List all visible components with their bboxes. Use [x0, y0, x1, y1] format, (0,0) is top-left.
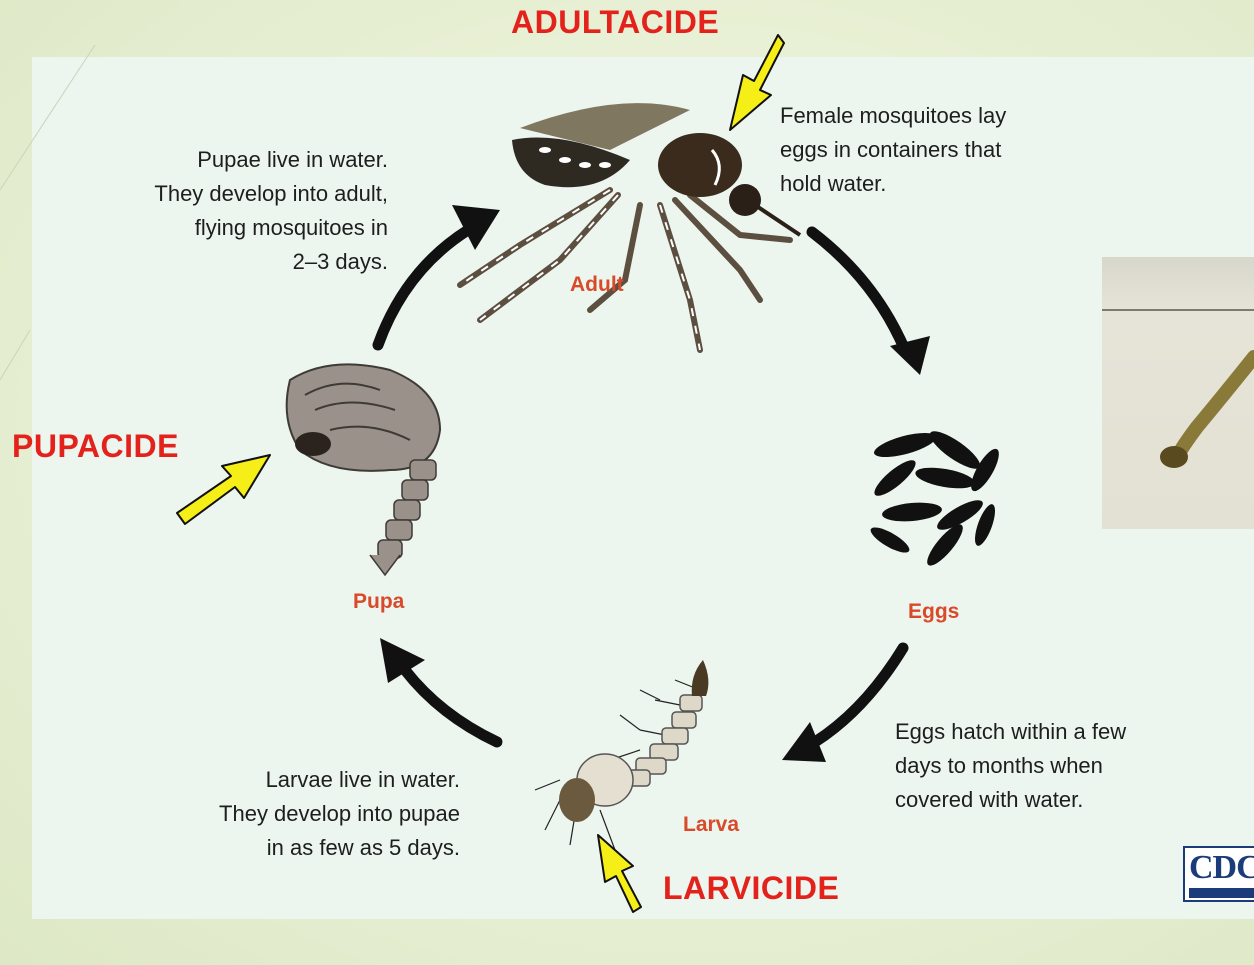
larva-photo [1102, 257, 1254, 529]
pupa-description: Pupae live in water. They develop into a… [90, 143, 388, 279]
cdc-logo: CDC [1183, 846, 1254, 902]
pupa-description-line: flying mosquitoes in [90, 211, 388, 245]
arrow-pupa-to-adult [378, 230, 468, 345]
larva-description: Larvae live in water. They develop into … [150, 763, 460, 865]
pupacide-arrow-icon [177, 455, 270, 524]
adult-description-line: hold water. [780, 167, 1006, 201]
stage-label-pupa: Pupa [353, 590, 404, 614]
larva-description-line: in as few as 5 days. [150, 831, 460, 865]
adult-description-line: Female mosquitoes lay [780, 99, 1006, 133]
eggs-illustration [867, 425, 1003, 570]
adult-mosquito-illustration [460, 103, 800, 350]
arrow-larva-to-pupa [405, 670, 497, 742]
slide-decoration [0, 45, 95, 380]
cdc-logo-strip [1189, 888, 1254, 898]
eggs-description-line: covered with water. [895, 783, 1126, 817]
stage-label-eggs: Eggs [908, 600, 959, 624]
pupa-illustration [287, 364, 440, 575]
arrow-adult-to-eggs [812, 232, 905, 350]
control-label-pupacide: PUPACIDE [12, 428, 179, 465]
adultacide-arrow-icon [730, 35, 784, 130]
pupa-description-line: Pupae live in water. [90, 143, 388, 177]
cdc-logo-text: CDC [1189, 849, 1254, 887]
adult-description-line: eggs in containers that [780, 133, 1006, 167]
cycle-arrows [378, 230, 905, 742]
arrow-eggs-to-larva [815, 648, 903, 742]
adult-description: Female mosquitoes lay eggs in containers… [780, 99, 1006, 201]
cycle-arrowheads [380, 205, 930, 762]
larva-description-line: They develop into pupae [150, 797, 460, 831]
larva-description-line: Larvae live in water. [150, 763, 460, 797]
eggs-description-line: days to months when [895, 749, 1126, 783]
pupa-description-line: They develop into adult, [90, 177, 388, 211]
eggs-description-line: Eggs hatch within a few [895, 715, 1126, 749]
arrowhead-adult [452, 205, 500, 250]
stage-label-larva: Larva [683, 813, 739, 837]
larvicide-arrow-icon [598, 835, 641, 912]
pupa-description-line: 2–3 days. [90, 245, 388, 279]
eggs-description: Eggs hatch within a few days to months w… [895, 715, 1126, 817]
control-label-larvicide: LARVICIDE [663, 870, 839, 907]
arrowhead-pupa [380, 638, 425, 683]
control-label-adultacide: ADULTACIDE [511, 4, 719, 41]
stage-label-adult: Adult [570, 273, 624, 297]
